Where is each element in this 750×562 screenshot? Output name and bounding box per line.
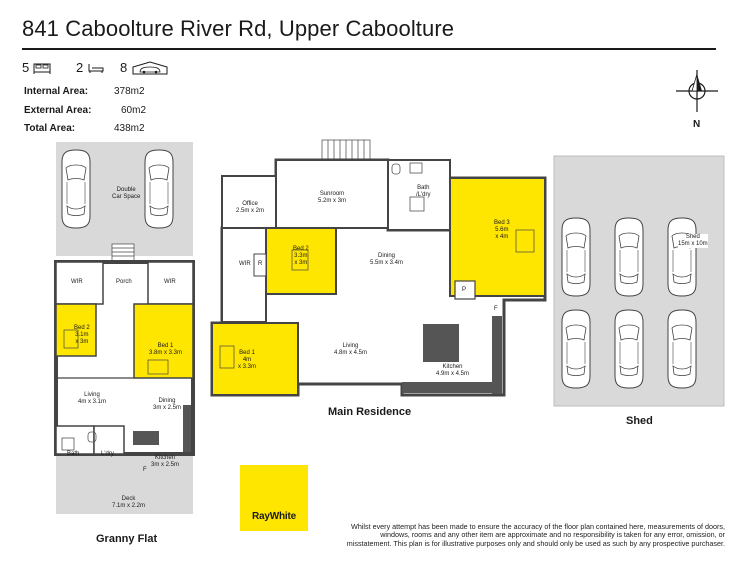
room-label: Office 2.5m x 2m: [236, 201, 265, 214]
internal-area-label: Internal Area:: [24, 86, 89, 97]
room-label: Bath: [67, 451, 80, 457]
room-label: Dining 3m x 2.5m: [153, 398, 182, 411]
kitchen-counter: [492, 316, 502, 394]
shed-label: Shed: [626, 415, 653, 427]
office-room: [221, 175, 277, 229]
main-residence-label: Main Residence: [328, 406, 412, 418]
laundry-room: [93, 425, 125, 455]
room-label: WIR: [71, 279, 83, 285]
bed-icon: [33, 63, 51, 74]
main-residence-plan: [210, 139, 547, 397]
car-icon: [61, 149, 91, 229]
bed1-room: [133, 303, 194, 379]
kitchen-counter: [183, 405, 191, 452]
title-divider: [22, 48, 716, 50]
room-label: WIR: [164, 279, 176, 285]
bed3-room: [449, 177, 546, 297]
kitchen-island: [423, 324, 459, 362]
car-icon: [561, 217, 591, 297]
room-label: Shed 15m x 10m: [678, 234, 708, 248]
stairs: [321, 139, 371, 161]
room-label: Bed 1 4m x 3.3m: [238, 350, 257, 370]
total-area-label: Total Area:: [24, 123, 76, 134]
deck: [56, 456, 193, 514]
external-area-value: 60m2: [121, 105, 147, 116]
granny-flat-label: Granny Flat: [96, 533, 158, 545]
car-icon: [614, 309, 644, 389]
room-label: F: [494, 306, 498, 312]
page-title: 841 Caboolture River Rd, Upper Cabooltur…: [22, 16, 455, 41]
room-label: Bath /L'dry: [416, 185, 431, 198]
total-area-value: 438m2: [114, 123, 145, 134]
room-label: Bed 2 3.3m x 3m: [293, 246, 309, 266]
room-label: Dining 5.5m x 3.4m: [370, 253, 404, 266]
room-label: Bed 3 5.6m x 4m: [494, 220, 510, 240]
car-icon: [561, 309, 591, 389]
parking-count-value: 8: [120, 60, 128, 75]
room-label: L'dry: [101, 451, 114, 457]
room-label: R: [258, 261, 263, 267]
brand-name: RayWhite: [252, 511, 296, 522]
wir-left: [55, 261, 104, 305]
kitchen-counter-bottom: [402, 382, 502, 393]
car-icon: [667, 309, 697, 389]
north-arrow-icon: [676, 70, 718, 112]
parking-count: 8: [120, 60, 169, 75]
room-label: Bed 1 3.8m x 3.3m: [149, 343, 183, 356]
room-label: Living 4m x 3.1m: [78, 392, 107, 405]
room-label: Deck 7.1m x 2.2m: [112, 496, 146, 509]
shed-plan: [553, 155, 725, 407]
disclaimer: Whilst every attempt has been made to en…: [346, 522, 725, 548]
room-label: WIR: [239, 261, 251, 267]
granny-flat-plan: [54, 142, 195, 514]
internal-area-value: 378m2: [114, 86, 145, 97]
raywhite-logo: RayWhite: [240, 465, 308, 531]
stairs: [111, 243, 135, 263]
pantry: [454, 280, 476, 300]
external-area-label: External Area:: [24, 105, 92, 116]
room-label: Living 4.8m x 4.5m: [334, 343, 368, 356]
total-area: Total Area: 438m2: [24, 123, 145, 134]
bedroom-count: 5: [22, 60, 51, 75]
car-icon: [667, 217, 697, 297]
bathroom-count-value: 2: [76, 60, 84, 75]
bathroom-count: 2: [76, 60, 105, 75]
car-icon: [132, 60, 168, 74]
room-label: P: [462, 287, 467, 293]
room-label: Double Car Space: [112, 187, 141, 200]
compass-label: N: [693, 119, 701, 130]
car-icon: [614, 217, 644, 297]
bath-laundry-room: [387, 159, 451, 231]
kitchen-island: [133, 431, 159, 445]
room-label: Porch: [116, 279, 132, 285]
bed1-room: [211, 322, 299, 396]
bath-icon: [88, 63, 104, 73]
room-label: Sunroom 5.2m x 3m: [318, 191, 347, 204]
external-area: External Area: 60m2: [24, 105, 146, 116]
room-label: Bed 2 3.1m x 3m: [74, 325, 90, 345]
internal-area: Internal Area: 378m2: [24, 86, 145, 97]
car-icon: [144, 149, 174, 229]
room-label: Kitchen 4.9m x 4.5m: [436, 364, 470, 377]
room-label: F: [143, 467, 147, 473]
bedroom-count-value: 5: [22, 60, 30, 75]
room-label: Kitchen 3m x 2.5m: [151, 455, 180, 468]
